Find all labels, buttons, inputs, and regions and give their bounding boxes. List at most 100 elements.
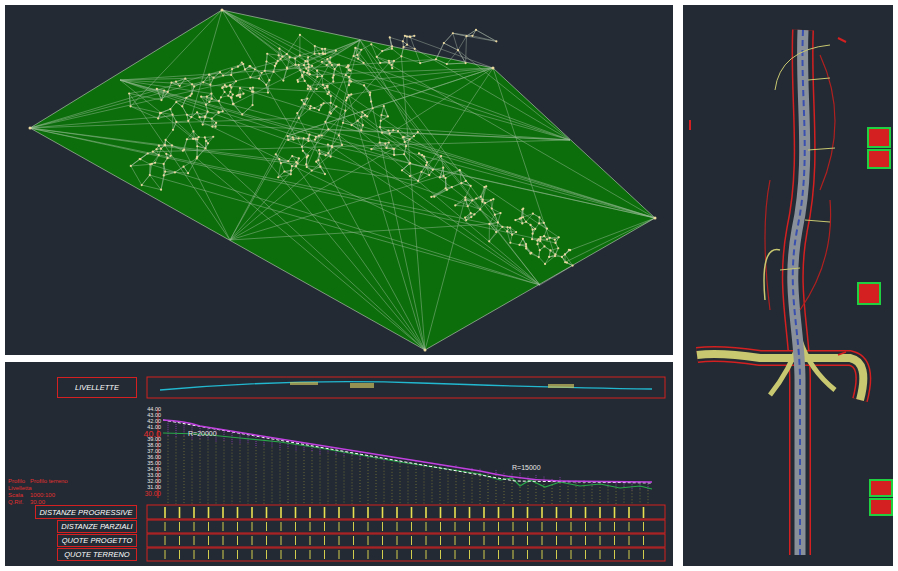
- mesh-point: [511, 234, 513, 236]
- mesh-point: [299, 54, 301, 56]
- mesh-point: [539, 249, 541, 251]
- mesh-point: [379, 126, 381, 128]
- mesh-edge: [447, 63, 466, 65]
- mesh-point: [522, 207, 524, 209]
- mesh-edge: [358, 50, 361, 59]
- mesh-point: [384, 143, 386, 145]
- mesh-edge: [218, 111, 219, 113]
- mesh-edge: [120, 78, 214, 80]
- mesh-edge: [131, 166, 142, 185]
- mesh-point: [141, 184, 143, 186]
- mesh-point: [248, 65, 250, 67]
- mesh-edge: [203, 82, 210, 84]
- mesh-edge: [332, 135, 339, 146]
- mesh-edge: [293, 137, 655, 218]
- mesh-edge: [131, 159, 140, 166]
- mesh-point: [522, 216, 524, 218]
- mesh-point: [294, 57, 296, 59]
- mesh-point: [139, 158, 141, 160]
- mesh-edge: [188, 121, 193, 131]
- mesh-point: [154, 162, 156, 164]
- mesh-edge: [140, 153, 148, 159]
- mesh-edge: [230, 85, 231, 86]
- mesh-edge: [455, 197, 465, 205]
- mesh-edge: [453, 33, 458, 50]
- mesh-edge: [562, 250, 569, 257]
- mesh-point: [471, 35, 473, 37]
- mesh-point: [423, 155, 425, 157]
- mesh-edge: [394, 154, 404, 156]
- mesh-point: [202, 81, 204, 83]
- mesh-point: [459, 169, 461, 171]
- mesh-point: [409, 35, 411, 37]
- mesh-edge: [160, 109, 170, 113]
- mesh-points: [29, 9, 657, 352]
- mesh-point: [230, 74, 232, 76]
- mesh-edge: [565, 218, 655, 262]
- mesh-point: [387, 115, 389, 117]
- mesh-point: [484, 202, 486, 204]
- mesh-edge: [306, 157, 308, 165]
- mesh-point: [439, 176, 441, 178]
- mesh-edge: [377, 51, 382, 57]
- mesh-point: [370, 101, 372, 103]
- mesh-edge: [203, 82, 210, 84]
- mesh-point: [388, 141, 390, 143]
- mesh-point: [305, 68, 307, 70]
- mesh-edge: [415, 49, 570, 140]
- mesh-edge: [184, 150, 230, 240]
- mesh-point: [229, 84, 231, 86]
- mesh-point: [525, 243, 527, 245]
- mesh-point: [539, 236, 541, 238]
- mesh-edge: [299, 40, 360, 65]
- mesh-edge: [166, 130, 173, 140]
- mesh-point: [532, 229, 534, 231]
- mesh-point: [425, 164, 427, 166]
- mesh-point: [543, 222, 545, 224]
- mesh-point: [231, 68, 233, 70]
- mesh-point: [333, 74, 335, 76]
- mesh-edge: [510, 243, 519, 245]
- mesh-point: [348, 76, 350, 78]
- mesh-edge: [304, 103, 306, 104]
- mesh-edge: [222, 87, 223, 89]
- mesh-point: [391, 64, 393, 66]
- mesh-point: [208, 74, 210, 76]
- mesh-point: [191, 83, 193, 85]
- mesh-edge: [287, 68, 493, 136]
- mesh-point: [212, 136, 214, 138]
- mesh-point: [322, 53, 324, 55]
- mesh-point: [206, 96, 208, 98]
- mesh-point: [163, 174, 165, 176]
- mesh-point: [403, 136, 405, 138]
- mesh-edge: [465, 36, 467, 63]
- mesh-edge: [287, 68, 493, 136]
- mesh-edge: [150, 164, 152, 175]
- mesh-point: [494, 214, 496, 216]
- mesh-point: [491, 207, 493, 209]
- mesh-point: [525, 221, 527, 223]
- mesh-point: [311, 65, 313, 67]
- mesh-point: [244, 68, 246, 70]
- mesh-point: [506, 230, 508, 232]
- mesh-point: [186, 114, 188, 116]
- mesh-point: [569, 249, 571, 251]
- mesh-point: [509, 226, 511, 228]
- mesh-point: [207, 111, 209, 113]
- mesh-point: [249, 65, 251, 67]
- mesh-edge: [230, 97, 232, 99]
- mesh-point: [329, 62, 331, 64]
- mesh-point: [307, 63, 309, 65]
- mesh-edge: [332, 64, 339, 65]
- mesh-edge: [530, 252, 532, 254]
- mesh-point: [388, 60, 390, 62]
- mesh-point: [495, 231, 497, 233]
- mesh-point: [442, 167, 444, 169]
- mesh-point: [366, 115, 368, 117]
- mesh-point: [481, 201, 483, 203]
- mesh-point: [362, 62, 364, 64]
- mesh-point: [518, 244, 520, 246]
- mesh-edge: [434, 190, 447, 197]
- mesh-edge: [131, 106, 159, 118]
